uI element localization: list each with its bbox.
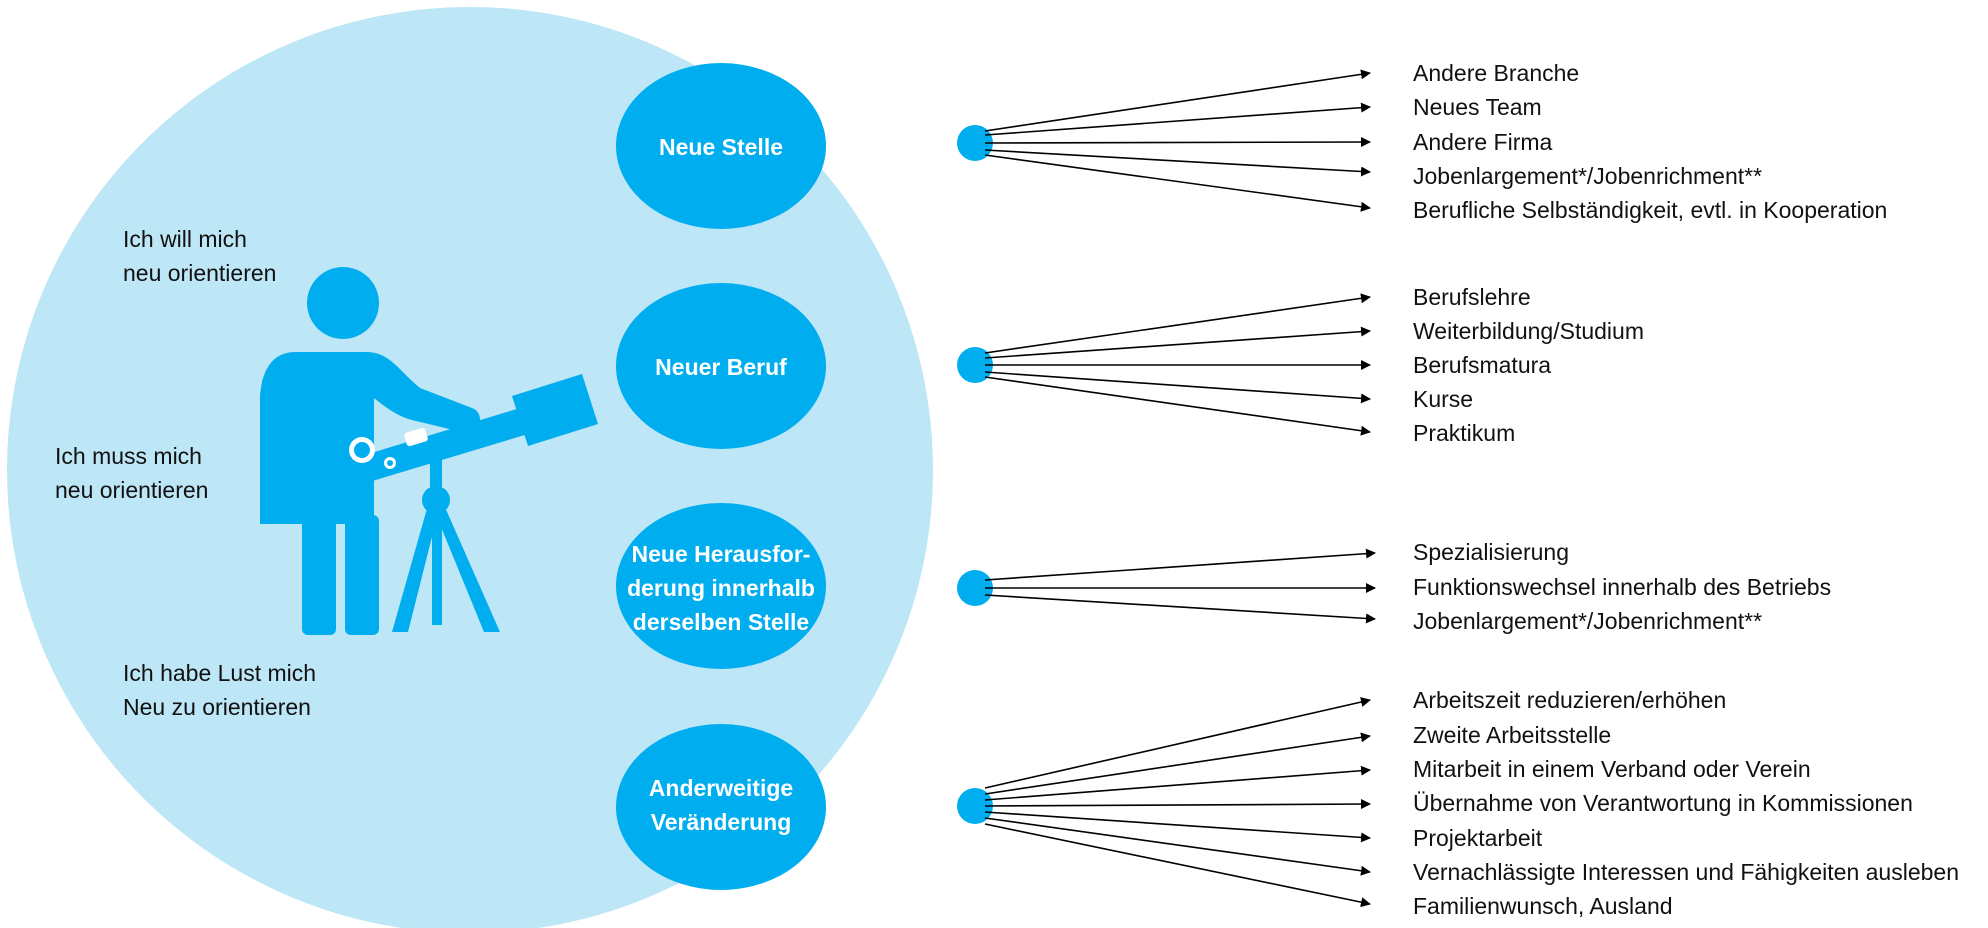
person-with-telescope-icon bbox=[260, 267, 598, 635]
arrow bbox=[984, 326, 1371, 359]
category-label-line: Anderweitige bbox=[649, 775, 793, 801]
arrow bbox=[984, 823, 1371, 908]
option-label: Vernachlässigte Interessen und Fähigkeit… bbox=[1413, 859, 1959, 885]
arrow bbox=[984, 149, 1371, 177]
feeling-must-line1: Ich muss mich bbox=[55, 443, 202, 469]
category-label-line: Neue Stelle bbox=[659, 134, 783, 160]
feeling-want-line2: neu orientieren bbox=[123, 260, 276, 286]
arrows-other-change bbox=[984, 697, 1371, 908]
option-label: Familienwunsch, Ausland bbox=[1413, 893, 1673, 919]
branch-dot bbox=[957, 570, 993, 606]
arrow bbox=[984, 154, 1371, 212]
category-new-position: Neue Stelle bbox=[616, 63, 826, 229]
branch-dot bbox=[957, 125, 993, 161]
category-ellipse bbox=[616, 283, 826, 449]
option-label: Projektarbeit bbox=[1413, 825, 1543, 851]
option-label: Berufliche Selbständigkeit, evtl. in Koo… bbox=[1413, 197, 1887, 223]
option-label: Jobenlargement*/Jobenrichment** bbox=[1413, 163, 1762, 189]
feeling-must-line2: neu orientieren bbox=[55, 477, 208, 503]
feeling-desire-line1: Ich habe Lust mich bbox=[123, 660, 316, 686]
option-label: Praktikum bbox=[1413, 420, 1515, 446]
arrow bbox=[984, 69, 1371, 132]
arrows-new-position bbox=[984, 69, 1371, 212]
arrows-new-challenge bbox=[984, 548, 1376, 624]
arrow bbox=[984, 102, 1371, 136]
arrow bbox=[984, 594, 1376, 624]
feeling-desire-line2: Neu zu orientieren bbox=[123, 694, 311, 720]
option-label: Spezialisierung bbox=[1413, 539, 1569, 565]
category-new-profession: Neuer Beruf bbox=[616, 283, 826, 449]
background-circle bbox=[7, 7, 933, 928]
category-label-line: derung innerhalb bbox=[627, 575, 815, 601]
arrow bbox=[984, 137, 1371, 148]
category-ellipse bbox=[616, 503, 826, 669]
option-label: Andere Firma bbox=[1413, 129, 1553, 155]
arrow bbox=[984, 817, 1371, 876]
category-label-line: Veränderung bbox=[651, 809, 792, 835]
option-label: Zweite Arbeitsstelle bbox=[1413, 722, 1611, 748]
option-label: Kurse bbox=[1413, 386, 1473, 412]
option-label: Arbeitszeit reduzieren/erhöhen bbox=[1413, 687, 1726, 713]
arrow bbox=[984, 765, 1371, 801]
arrow bbox=[984, 811, 1371, 843]
arrow bbox=[984, 548, 1376, 581]
branch-dot bbox=[957, 788, 993, 824]
arrow bbox=[984, 293, 1371, 354]
category-label-line: derselben Stelle bbox=[633, 609, 809, 635]
branch-dot bbox=[957, 347, 993, 383]
option-label: Weiterbildung/Studium bbox=[1413, 318, 1644, 344]
option-label: Andere Branche bbox=[1413, 60, 1579, 86]
option-label: Mitarbeit in einem Verband oder Verein bbox=[1413, 756, 1811, 782]
category-other-change: Anderweitige Veränderung bbox=[616, 724, 826, 890]
option-label: Neues Team bbox=[1413, 94, 1542, 120]
arrow bbox=[984, 376, 1371, 436]
arrows-new-profession bbox=[984, 293, 1371, 436]
arrow bbox=[984, 371, 1371, 404]
arrow bbox=[984, 732, 1371, 795]
feeling-want-line1: Ich will mich bbox=[123, 226, 247, 252]
category-label-line: Neue Herausfor- bbox=[632, 541, 811, 567]
option-label: Berufslehre bbox=[1413, 284, 1531, 310]
category-ellipse bbox=[616, 724, 826, 890]
category-new-challenge: Neue Herausfor- derung innerhalb derselb… bbox=[616, 503, 826, 669]
option-label: Funktionswechsel innerhalb des Betriebs bbox=[1413, 574, 1831, 600]
option-label: Berufsmatura bbox=[1413, 352, 1551, 378]
option-label: Jobenlargement*/Jobenrichment** bbox=[1413, 608, 1762, 634]
category-ellipse bbox=[616, 63, 826, 229]
category-label-line: Neuer Beruf bbox=[655, 354, 787, 380]
arrow bbox=[984, 697, 1371, 789]
arrow bbox=[984, 799, 1371, 810]
option-label: Übernahme von Verantwortung in Kommissio… bbox=[1413, 790, 1913, 816]
